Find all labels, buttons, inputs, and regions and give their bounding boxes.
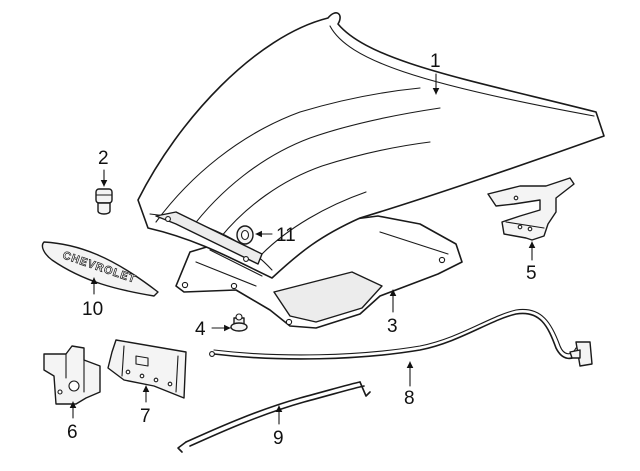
emblem: CHEVROLET bbox=[41, 241, 159, 297]
callout-9: 9 bbox=[273, 428, 284, 449]
hood-panel bbox=[137, 12, 605, 279]
callout-5: 5 bbox=[526, 263, 537, 284]
retainer-clip bbox=[236, 225, 254, 245]
callout-7: 7 bbox=[140, 406, 151, 427]
hood-latch bbox=[43, 345, 101, 405]
callout-10: 10 bbox=[82, 299, 103, 320]
callout-6: 6 bbox=[67, 422, 78, 443]
leader-lines bbox=[69, 73, 536, 425]
hood-hinge bbox=[487, 177, 575, 241]
bumper-stop bbox=[95, 188, 113, 215]
callout-4: 4 bbox=[195, 319, 206, 340]
callout-2: 2 bbox=[98, 148, 109, 169]
release-cable bbox=[209, 308, 593, 367]
callout-1: 1 bbox=[430, 51, 441, 72]
prop-rod bbox=[177, 381, 371, 453]
adjuster-bolt bbox=[230, 313, 248, 332]
callout-3: 3 bbox=[387, 316, 398, 337]
callout-11: 11 bbox=[276, 225, 296, 246]
latch-support bbox=[107, 339, 187, 399]
callout-labels: 1 2 3 4 5 6 7 8 9 10 11 bbox=[67, 51, 537, 449]
callout-8: 8 bbox=[404, 388, 415, 409]
